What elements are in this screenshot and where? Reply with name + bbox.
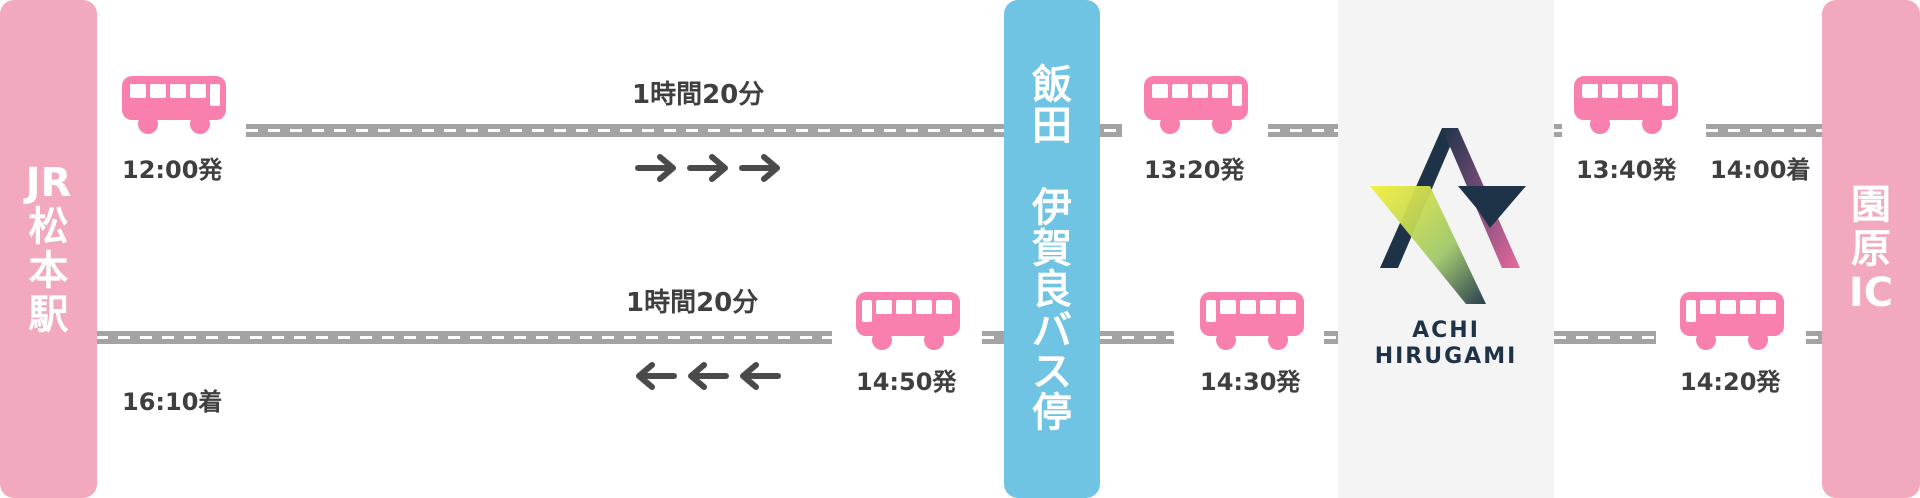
inbound-time-iida: 14:50発 bbox=[856, 368, 957, 396]
outbound-time-matsumoto: 12:00発 bbox=[122, 156, 223, 184]
inbound-time-matsumoto: 16:10着 bbox=[122, 388, 223, 416]
outbound-time-sonohara: 14:00着 bbox=[1710, 156, 1811, 184]
bus-icon bbox=[1680, 292, 1784, 350]
arrow-right-icon bbox=[635, 154, 780, 182]
venue-achi-hirugami: ACHI HIRUGAMI bbox=[1338, 0, 1554, 498]
station-jr-matsumoto-label: JR 松 本 駅 bbox=[25, 160, 72, 338]
arrow-left-icon bbox=[636, 362, 781, 390]
logo-text-line1: ACHI bbox=[1412, 318, 1480, 343]
inbound-road-5 bbox=[1554, 331, 1656, 344]
bus-icon bbox=[1144, 76, 1248, 134]
logo-text-line2: HIRUGAMI bbox=[1374, 344, 1518, 369]
inbound-road-4 bbox=[1324, 331, 1338, 344]
station-jr-matsumoto: JR 松 本 駅 bbox=[0, 0, 97, 498]
outbound-duration: 1時間20分 bbox=[632, 80, 765, 110]
bus-icon bbox=[1200, 292, 1304, 350]
outbound-time-venue: 13:40発 bbox=[1576, 156, 1677, 184]
inbound-road-6 bbox=[1806, 331, 1822, 344]
outbound-road-1 bbox=[246, 124, 1122, 137]
station-sonohara-ic: 園 原 IC bbox=[1822, 0, 1920, 498]
inbound-duration: 1時間20分 bbox=[626, 288, 759, 318]
bus-icon bbox=[1574, 76, 1678, 134]
bus-icon bbox=[856, 292, 960, 350]
inbound-road-2 bbox=[982, 331, 1004, 344]
inbound-time-venue: 14:30発 bbox=[1200, 368, 1301, 396]
inbound-road-3 bbox=[1100, 331, 1174, 344]
station-sonohara-ic-label: 園 原 IC bbox=[1848, 182, 1894, 316]
inbound-road-1 bbox=[96, 331, 832, 344]
station-iida-igara-label: 飯 田 伊 賀 良 バ ス 停 bbox=[1032, 61, 1072, 436]
station-iida-igara: 飯 田 伊 賀 良 バ ス 停 bbox=[1004, 0, 1100, 498]
outbound-road-4 bbox=[1706, 124, 1822, 137]
bus-icon bbox=[122, 76, 226, 134]
achi-hirugami-logo bbox=[1370, 128, 1526, 304]
outbound-time-iida: 13:20発 bbox=[1144, 156, 1245, 184]
inbound-time-sonohara: 14:20発 bbox=[1680, 368, 1781, 396]
outbound-road-3 bbox=[1554, 124, 1562, 137]
outbound-road-2 bbox=[1268, 124, 1338, 137]
